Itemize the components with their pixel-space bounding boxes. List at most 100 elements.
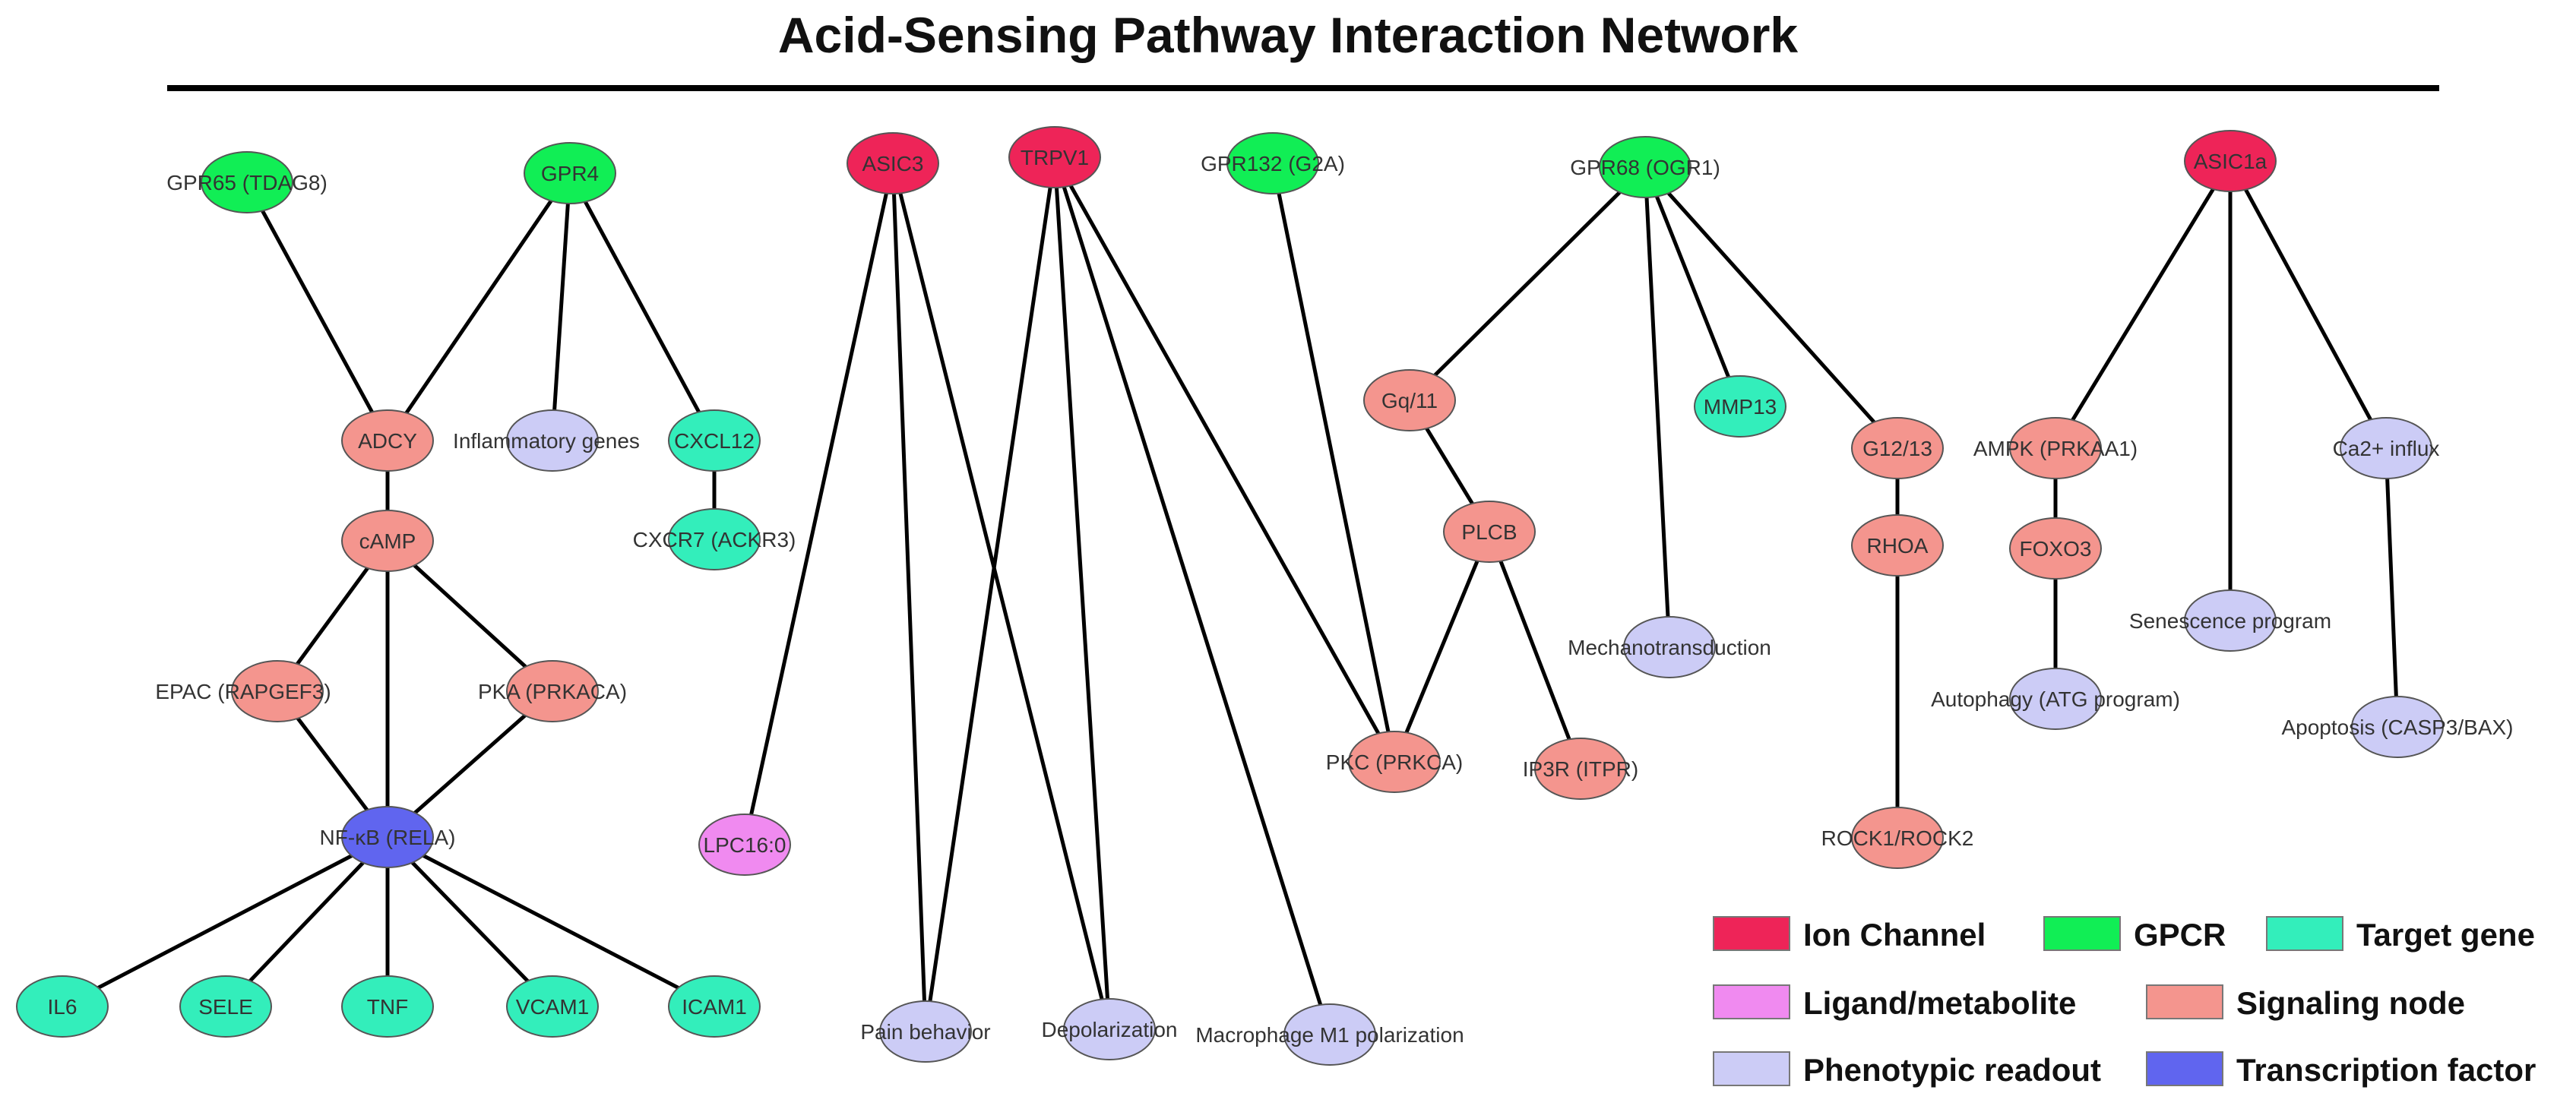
node-label-m1: Macrophage M1 polarization [1195, 1023, 1464, 1047]
legend-swatch-ligand [1713, 984, 1790, 1019]
node-shape-g1213 [1851, 417, 1944, 479]
node-shape-mmp13 [1694, 375, 1786, 438]
node-label-apoptosis: Apoptosis (CASP3/BAX) [2281, 716, 2513, 739]
legend-item-ligand: Ligand/metabolite [1713, 984, 2076, 1021]
node-label-autophagy: Autophagy (ATG program) [1931, 687, 2180, 711]
node-label-rock: ROCK1/ROCK2 [1821, 826, 1974, 850]
edge-gpr4-cxcl12 [568, 172, 717, 442]
node-label-gpr4: GPR4 [541, 162, 599, 185]
node-asic3: ASIC3 [847, 132, 939, 194]
node-rock: ROCK1/ROCK2 [1821, 807, 1974, 869]
node-asic1a: ASIC1a [2184, 130, 2277, 192]
node-shape-icam1 [668, 975, 761, 1038]
node-epac: EPAC (RAPGEF3) [155, 660, 331, 722]
title-divider [167, 85, 2439, 91]
node-shape-gpr4 [524, 142, 616, 204]
node-label-cxcl12: CXCL12 [674, 429, 755, 453]
edge-gpr65-adcy [245, 181, 390, 442]
node-shape-ip3r [1534, 738, 1627, 800]
legend-item-pheno: Phenotypic readout [1713, 1051, 2101, 1088]
node-shape-adcy [341, 409, 434, 472]
node-shape-trpv1 [1008, 126, 1101, 188]
node-shape-gpr68 [1599, 136, 1691, 198]
legend-swatch-target [2266, 916, 2343, 951]
node-shape-il6 [16, 975, 109, 1038]
node-label-gq11: Gq/11 [1381, 389, 1438, 412]
edge-nfkb-vcam1 [386, 836, 554, 1008]
node-camp: cAMP [341, 510, 434, 572]
node-sele: SELE [179, 975, 272, 1038]
edge-gpr68-gq11 [1408, 166, 1647, 402]
node-pka: PKA (PRKACA) [478, 660, 627, 722]
node-shape-asic1a [2184, 130, 2277, 192]
node-shape-cxcr7 [668, 508, 761, 570]
legend-label-gpcr: GPCR [2134, 917, 2226, 953]
node-autophagy: Autophagy (ATG program) [1931, 668, 2180, 730]
edge-plcb-ip3r [1487, 531, 1583, 769]
node-rhoa: RHOA [1851, 514, 1944, 577]
legend-item-target: Target gene [2266, 916, 2535, 953]
node-shape-autophagy [2009, 668, 2102, 730]
node-shape-inflam [506, 409, 599, 472]
node-shape-pkc [1348, 731, 1441, 793]
node-gq11: Gq/11 [1363, 369, 1456, 431]
node-label-g1213: G12/13 [1862, 437, 1932, 460]
node-shape-tnf [341, 975, 434, 1038]
node-shape-rock [1851, 807, 1944, 869]
edge-asic1a-ca [2228, 160, 2388, 450]
node-shape-camp [341, 510, 434, 572]
edges-layer [61, 156, 2400, 1035]
node-shape-senescence [2184, 589, 2277, 652]
node-label-depol: Depolarization [1042, 1018, 1178, 1041]
edge-trpv1-pain [923, 156, 1057, 1032]
node-gpr65: GPR65 (TDAG8) [166, 151, 328, 213]
legend-item-gpcr: GPCR [2043, 916, 2226, 953]
node-label-gpr132: GPR132 (G2A) [1201, 152, 1345, 175]
node-label-pka: PKA (PRKACA) [478, 680, 627, 703]
edge-gpr4-inflam [550, 172, 572, 441]
node-shape-cxcl12 [668, 409, 761, 472]
node-label-plcb: PLCB [1461, 520, 1517, 544]
node-label-vcam1: VCAM1 [516, 995, 589, 1019]
node-cxcl12: CXCL12 [668, 409, 761, 472]
legend-swatch-tf [2146, 1051, 2223, 1086]
node-shape-nfkb [341, 806, 434, 868]
node-label-mmp13: MMP13 [1704, 395, 1777, 419]
edge-trpv1-m1 [1052, 156, 1332, 1035]
node-icam1: ICAM1 [668, 975, 761, 1038]
node-shape-ca [2340, 417, 2432, 479]
node-shape-plcb [1443, 501, 1536, 563]
node-m1: Macrophage M1 polarization [1195, 1003, 1464, 1066]
node-label-asic3: ASIC3 [862, 152, 924, 175]
node-label-pkc: PKC (PRKCA) [1326, 750, 1463, 774]
node-gpr4: GPR4 [524, 142, 616, 204]
node-label-sele: SELE [198, 995, 253, 1019]
node-label-asic1a: ASIC1a [2194, 150, 2267, 173]
node-vcam1: VCAM1 [506, 975, 599, 1038]
node-shape-foxo3 [2009, 517, 2102, 580]
node-mechano: Mechanotransduction [1568, 616, 1771, 678]
node-label-ip3r: IP3R (ITPR) [1523, 757, 1638, 781]
node-ca: Ca2+ influx [2333, 417, 2439, 479]
edge-nfkb-icam1 [386, 835, 716, 1009]
edge-nfkb-sele [224, 836, 389, 1008]
legend-swatch-signal [2146, 984, 2223, 1019]
legend-label-ligand: Ligand/metabolite [1803, 985, 2076, 1021]
node-shape-rhoa [1851, 514, 1944, 577]
node-depol: Depolarization [1042, 998, 1178, 1060]
node-apoptosis: Apoptosis (CASP3/BAX) [2281, 696, 2514, 758]
edge-gpr68-g1213 [1644, 166, 1899, 450]
edge-asic3-lpc [742, 163, 895, 845]
node-label-tnf: TNF [367, 995, 408, 1019]
diagram-title: Acid-Sensing Pathway Interaction Network [777, 7, 1799, 63]
node-label-epac: EPAC (RAPGEF3) [155, 680, 331, 703]
node-cxcr7: CXCR7 (ACKR3) [633, 508, 796, 570]
node-il6: IL6 [16, 975, 109, 1038]
node-foxo3: FOXO3 [2009, 517, 2102, 580]
legend-label-pheno: Phenotypic readout [1803, 1052, 2101, 1088]
node-tnf: TNF [341, 975, 434, 1038]
node-shape-asic3 [847, 132, 939, 194]
node-shape-pka [506, 660, 599, 722]
legend-swatch-pheno [1713, 1051, 1790, 1086]
node-pkc: PKC (PRKCA) [1326, 731, 1463, 793]
